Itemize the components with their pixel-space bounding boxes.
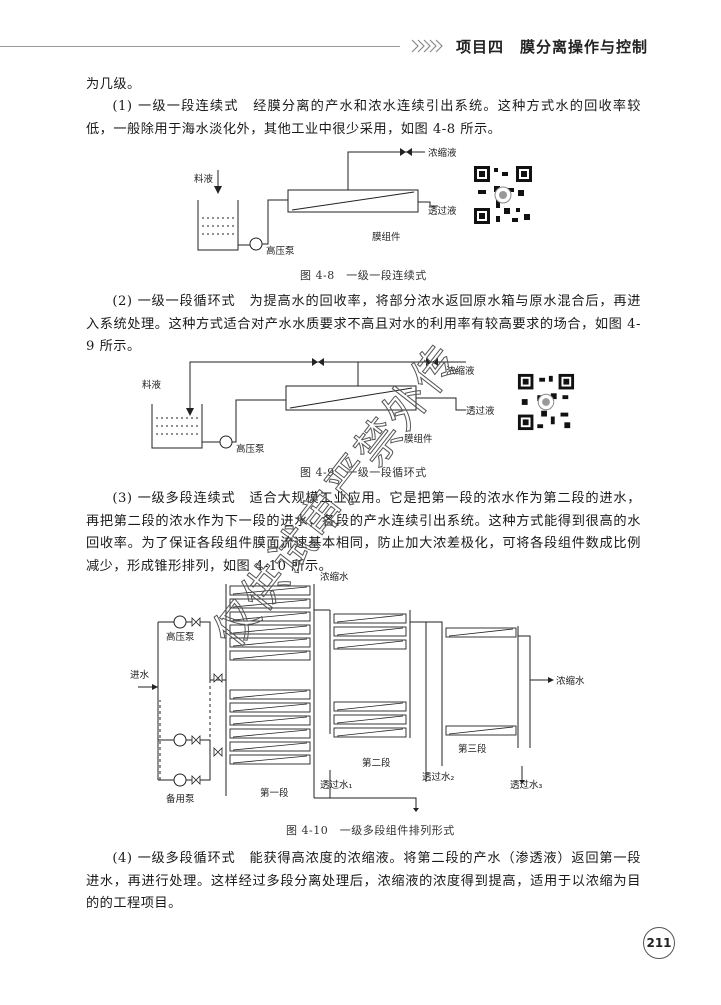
stage2-module-membrane — [336, 614, 404, 623]
paragraph-multistage: (3) 一级多段连续式 适合大规模工业应用。它是把第一段的浓水作为第二段的进水，… — [86, 491, 641, 574]
stage1-module-membrane — [232, 703, 308, 712]
valve-icon — [213, 673, 223, 683]
paragraph-continuous: (1) 一级一段连续式 经膜分离的产水和浓水连续引出系统。这种方式水的回收率较低… — [86, 99, 641, 137]
fig48-pump-label: 高压泵 — [266, 245, 295, 257]
fig48-feed-label: 料液 — [194, 173, 214, 185]
fig410-concentrate-top-label: 浓缩水 — [320, 571, 349, 583]
stage1-module-membrane — [232, 716, 308, 725]
valve-icon — [213, 747, 223, 757]
fig49-pump-label: 高压泵 — [236, 443, 265, 455]
fig410-standby-label: 备用泵 — [166, 793, 195, 805]
stage1-module-membrane — [232, 599, 308, 608]
fig410-stage2-label: 第二段 — [362, 757, 391, 769]
figure-4-8-diagram: 料液 高压泵 浓缩液 透过液 膜组件 — [194, 147, 457, 257]
fig49-feed-label: 料液 — [142, 379, 162, 391]
fig410-permeate3-label: 透过水₃ — [510, 779, 543, 791]
feed-arrow-icon — [214, 186, 222, 194]
figure-4-8-caption: 图 4-8 一级一段连续式 — [300, 269, 427, 282]
stage2-module-membrane — [336, 702, 404, 711]
figure-4-10-diagram: 进水 高压泵 备用泵 浓缩水 浓缩水 第一段 第二段 第三段 透过水₁ 透过水₂… — [130, 571, 585, 812]
fig410-permeate2-label: 透过水₂ — [422, 771, 455, 783]
fig410-stage1-label: 第一段 — [260, 787, 289, 799]
stage1-module-membrane — [232, 586, 308, 595]
stage2-module-membrane — [336, 640, 404, 649]
header-rule — [0, 46, 400, 47]
stage1-module-membrane — [232, 755, 308, 764]
page-number: 211 — [643, 927, 675, 959]
fig49-permeate-label: 透过液 — [466, 405, 495, 417]
qr-code-icon[interactable] — [516, 372, 576, 432]
paragraph-multistage-cycle: (4) 一级多段循环式 能获得高浓度的浓缩液。将第二段的产水（渗透液）返回第一段… — [86, 851, 641, 911]
stage1-module-membrane — [232, 612, 308, 621]
fig48-module-label: 膜组件 — [372, 231, 401, 243]
stage1-module-membrane — [232, 690, 308, 699]
figure-4-9-caption: 图 4-9 一级一段循环式 — [300, 466, 427, 479]
stage2-module-membrane — [336, 728, 404, 737]
fig410-inlet-label: 进水 — [130, 669, 150, 681]
chevron-decoration-icon — [411, 39, 443, 53]
valve-icon — [191, 735, 201, 745]
stage1-module-membrane — [232, 742, 308, 751]
stage3-module-membrane — [448, 628, 514, 637]
chapter-title: 项目四 膜分离操作与控制 — [456, 38, 649, 56]
fig48-concentrate-label: 浓缩液 — [428, 147, 457, 159]
stage2-module-membrane — [336, 627, 404, 636]
valve-icon — [191, 775, 201, 785]
paragraph-cycle: (2) 一级一段循环式 为提高水的回收率，将部分浓水返回原水箱与原水混合后，再进… — [86, 294, 641, 354]
stage2-module-membrane — [336, 715, 404, 724]
paragraph-continuation: 为几级。 — [86, 77, 141, 92]
valve-icon — [191, 617, 201, 627]
fig49-module-label: 膜组件 — [404, 433, 433, 445]
stage1-module-membrane — [232, 729, 308, 738]
stage1-module-membrane — [232, 625, 308, 634]
fig410-concentrate-right-label: 浓缩水 — [556, 675, 585, 687]
qr-code-icon[interactable] — [472, 164, 534, 226]
fig48-permeate-label: 透过液 — [428, 205, 457, 217]
figure-4-9-diagram: 料液 高压泵 浓缩液 透过液 膜组件 — [142, 358, 495, 455]
fig410-permeate1-label: 透过水₁ — [320, 779, 353, 791]
fig410-stage3-label: 第三段 — [458, 743, 487, 755]
fig410-pump-label: 高压泵 — [166, 631, 195, 643]
stage1-modules — [191, 585, 517, 785]
fig49-concentrate-label: 浓缩液 — [446, 365, 475, 377]
figure-4-10-caption: 图 4-10 一级多段组件排列形式 — [286, 824, 455, 837]
stage1-module-membrane — [232, 651, 308, 660]
stage1-module-membrane — [232, 638, 308, 647]
stage3-module-membrane — [448, 726, 514, 735]
